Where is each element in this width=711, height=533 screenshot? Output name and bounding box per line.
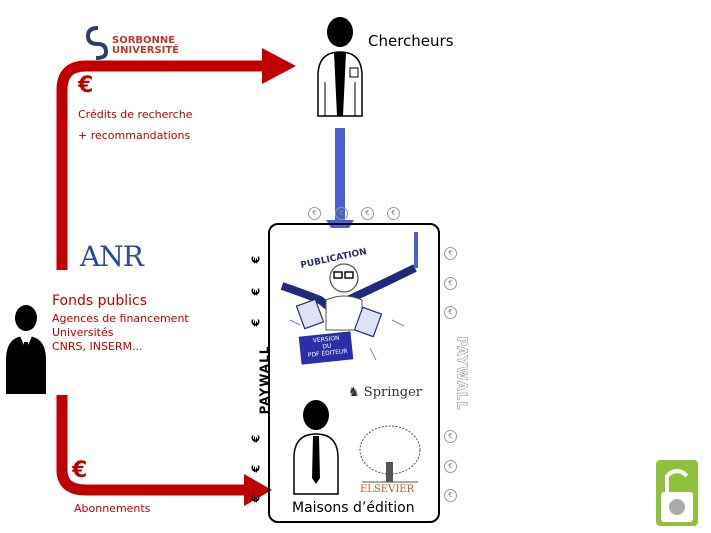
- coin-icon: €: [444, 430, 457, 443]
- top-flow-line1: Crédits de recherche: [78, 108, 193, 121]
- bottom-flow-label: Abonnements: [74, 502, 151, 515]
- springer-logo-text: Springer: [363, 385, 422, 400]
- elsevier-logo-text: ELSEVIER: [360, 484, 415, 495]
- funding-to-publishers-arrow: [56, 395, 248, 496]
- paywall-right-label: PAYWALL: [453, 336, 469, 411]
- coin-icon: €: [444, 247, 457, 260]
- coin-icon: €: [361, 207, 374, 220]
- sorbonne-logo-mark: [85, 26, 109, 60]
- coin-icon: €: [308, 207, 321, 220]
- paywall-euro-6: €: [249, 494, 263, 503]
- top-flow-euro-symbol: €: [78, 73, 94, 98]
- publishers-label: Maisons d’édition: [292, 500, 415, 516]
- funding-line-universities: Universités: [52, 326, 114, 339]
- coin-icon: €: [335, 207, 348, 220]
- coin-icon: €: [444, 277, 457, 290]
- funding-to-researchers-arrowhead: [262, 48, 296, 84]
- top-flow-line2: + recommandations: [78, 129, 191, 142]
- sorbonne-logo: SORBONNE UNIVERSITÉ: [112, 36, 179, 56]
- paywall-euro-1: €: [249, 255, 263, 264]
- paywall-euro-3: €: [249, 318, 263, 327]
- paywall-left-label: PAYWALL: [257, 345, 272, 415]
- paywall-euro-4: €: [249, 434, 263, 443]
- publisher-person-icon: [293, 400, 339, 495]
- springer-horse-icon: ♞: [348, 385, 360, 400]
- funder-person-icon: [6, 305, 46, 394]
- researcher-person-icon: [317, 17, 363, 117]
- funding-to-researchers-arrow: [56, 60, 268, 270]
- funding-to-publishers-arrowhead: [244, 474, 272, 506]
- open-access-icon: [656, 460, 698, 526]
- sorbonne-logo-line1: SORBONNE: [112, 35, 176, 46]
- coin-icon: €: [444, 489, 457, 502]
- funding-line-agencies: Agences de financement: [52, 312, 189, 325]
- bottom-flow-euro-symbol: €: [72, 458, 88, 483]
- springer-logo: ♞ Springer: [348, 385, 422, 400]
- paywall-euro-2: €: [249, 287, 263, 296]
- funding-line-institutes: CNRS, INSERM...: [52, 340, 143, 353]
- coin-icon: €: [444, 460, 457, 473]
- coin-icon: €: [444, 306, 457, 319]
- elsevier-tree-logo: [359, 425, 421, 483]
- paywall-euro-5: €: [249, 464, 263, 473]
- sorbonne-logo-line2: UNIVERSITÉ: [112, 45, 180, 56]
- coin-icon: €: [387, 207, 400, 220]
- funding-title: Fonds publics: [52, 293, 148, 309]
- researchers-label: Chercheurs: [368, 32, 454, 50]
- publishers-box: [268, 223, 440, 523]
- publication-sketch: [278, 228, 418, 365]
- anr-logo: ANR: [80, 240, 144, 273]
